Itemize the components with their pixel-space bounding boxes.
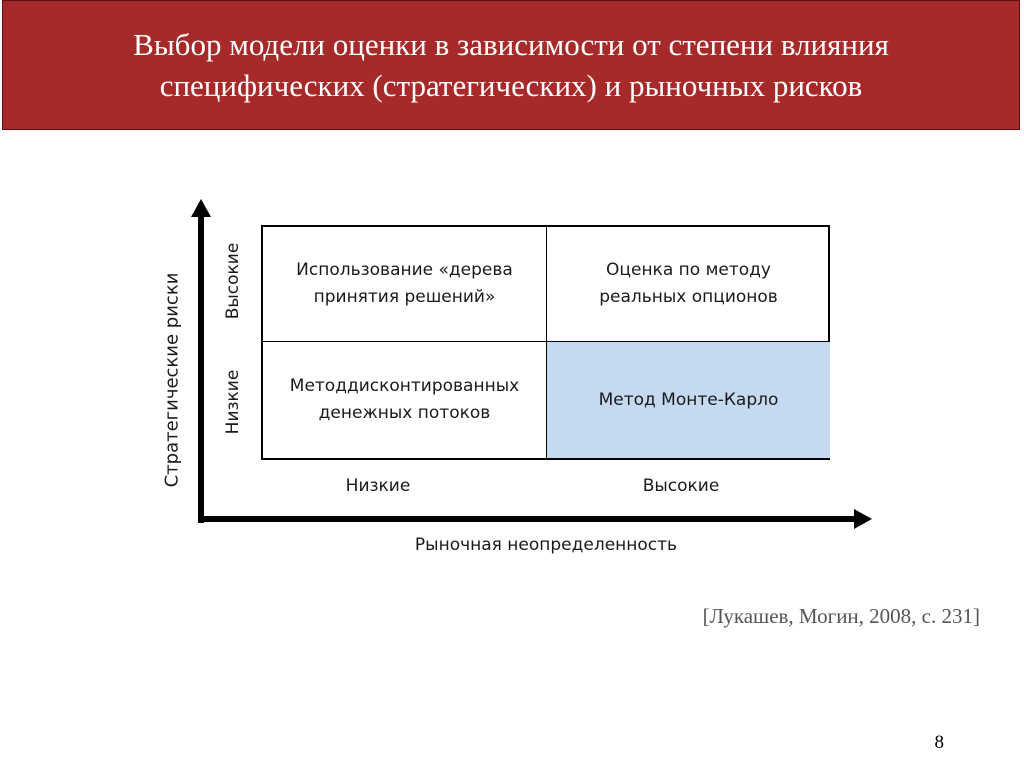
x-high-label: Высокие [642,476,720,496]
y-low-label: Низкие [223,369,243,435]
cell-dcf-text: Методдисконтированных денежных потоков [289,376,520,423]
cell-monte-carlo-text: Метод Монте-Карло [598,389,779,410]
x-low-label: Низкие [345,476,411,496]
cell-decision-tree-text: Использование «дерева принятия решений» [296,260,513,307]
y-axis-label: Стратегические риски [161,272,183,488]
x-axis-line [198,516,858,522]
cell-dcf: Методдисконтированных денежных потоков [263,342,547,458]
x-axis-arrow-icon [854,509,872,529]
risk-matrix: Использование «дерева принятия решений» … [261,225,830,460]
page-number: 8 [934,732,945,753]
citation: [Лукашев, Могин, 2008, с. 231] [702,604,980,628]
title-banner: Выбор модели оценки в зависимости от сте… [2,0,1020,130]
cell-monte-carlo: Метод Монте-Карло [547,342,830,458]
cell-real-options: Оценка по методу реальных опционов [547,227,830,342]
cell-real-options-text: Оценка по методу реальных опционов [599,260,778,307]
title-line-1: Выбор модели оценки в зависимости от сте… [133,27,889,62]
x-axis-label: Рыночная неопределенность [414,535,678,555]
title-line-2: специфических (стратегических) и рыночны… [159,68,863,103]
cell-decision-tree: Использование «дерева принятия решений» [263,227,547,342]
y-high-label: Высокие [223,242,243,320]
y-axis-arrow-icon [191,199,211,217]
y-axis-line [198,214,204,523]
